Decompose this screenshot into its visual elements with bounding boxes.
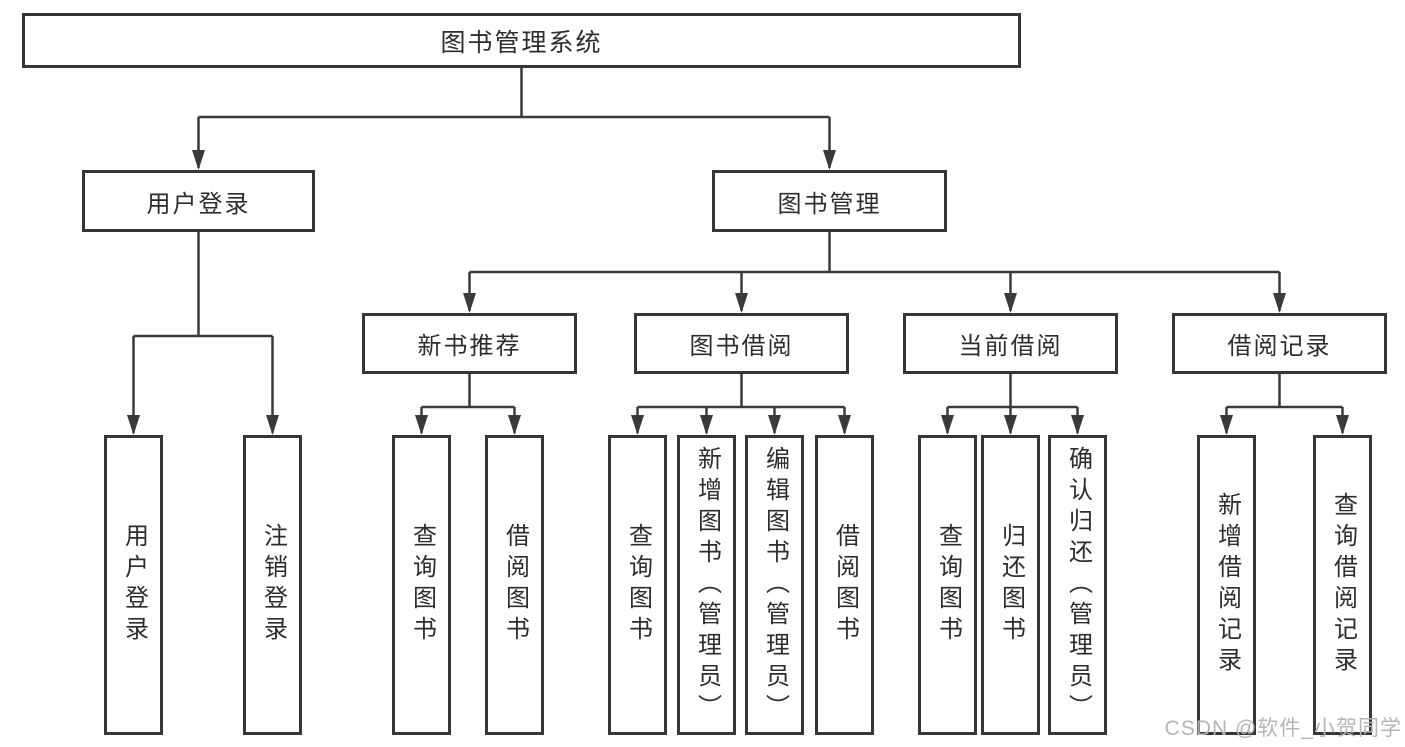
watermark-text: CSDN @软件_小贺同学 (1164, 717, 1402, 740)
leaf-edit-books-admin: 编辑图书（管理员） (745, 435, 804, 735)
leaf-logout: 注销登录 (243, 435, 302, 735)
edge-records-to-leaves (1220, 374, 1349, 435)
node-book-management: 图书管理 (712, 170, 947, 232)
edge-root-to-level1 (192, 68, 836, 170)
node-label: 图书管理 (777, 190, 882, 218)
leaf-return-books: 归还图书 (981, 435, 1040, 735)
node-system-root: 图书管理系统 (22, 13, 1021, 68)
edge-newbooks-to-leaves (415, 374, 521, 435)
node-label: 归还图书 (997, 523, 1025, 647)
node-borrow-records: 借阅记录 (1172, 313, 1387, 374)
node-label: 图书借阅 (689, 333, 794, 360)
edge-userlogin-to-leaves (127, 232, 279, 435)
node-label: 当前借阅 (958, 333, 1063, 360)
node-label: 查询图书 (934, 523, 962, 647)
edge-bookborrow-to-leaves (631, 374, 851, 435)
node-label: 编辑图书（管理员） (761, 445, 789, 725)
node-user-login: 用户登录 (82, 170, 315, 232)
leaf-add-books-admin: 新增图书（管理员） (677, 435, 736, 735)
edge-bookmgmt-to-level2 (463, 232, 1286, 313)
edge-currentborrow-to-leaves (941, 374, 1084, 435)
leaf-borrow-books-recommend: 借阅图书 (485, 435, 544, 735)
leaf-query-borrow-record: 查询借阅记录 (1313, 435, 1372, 735)
leaf-add-borrow-record: 新增借阅记录 (1197, 435, 1256, 735)
node-book-borrowing: 图书借阅 (634, 313, 849, 374)
node-label: 图书管理系统 (440, 28, 603, 57)
node-label: 新增借阅记录 (1213, 492, 1241, 678)
node-new-book-recommend: 新书推荐 (362, 313, 577, 374)
leaf-confirm-return-admin: 确认归还（管理员） (1048, 435, 1107, 735)
leaf-user-login: 用户登录 (104, 435, 163, 735)
node-label: 借阅图书 (831, 523, 859, 647)
node-label: 借阅图书 (501, 523, 529, 647)
node-label: 查询图书 (624, 523, 652, 647)
leaf-borrow-books: 借阅图书 (815, 435, 874, 735)
node-label: 查询借阅记录 (1329, 492, 1357, 678)
node-label: 借阅记录 (1227, 333, 1332, 360)
node-current-borrowing: 当前借阅 (903, 313, 1118, 374)
node-label: 新书推荐 (417, 333, 522, 360)
leaf-query-books-borrowing: 查询图书 (608, 435, 667, 735)
node-label: 注销登录 (259, 523, 287, 647)
node-label: 用户登录 (146, 190, 251, 218)
leaf-query-books-recommend: 查询图书 (392, 435, 451, 735)
node-label: 查询图书 (408, 523, 436, 647)
node-label: 确认归还（管理员） (1064, 445, 1092, 725)
leaf-query-books-current: 查询图书 (918, 435, 977, 735)
node-label: 用户登录 (120, 523, 148, 647)
node-label: 新增图书（管理员） (693, 445, 721, 725)
